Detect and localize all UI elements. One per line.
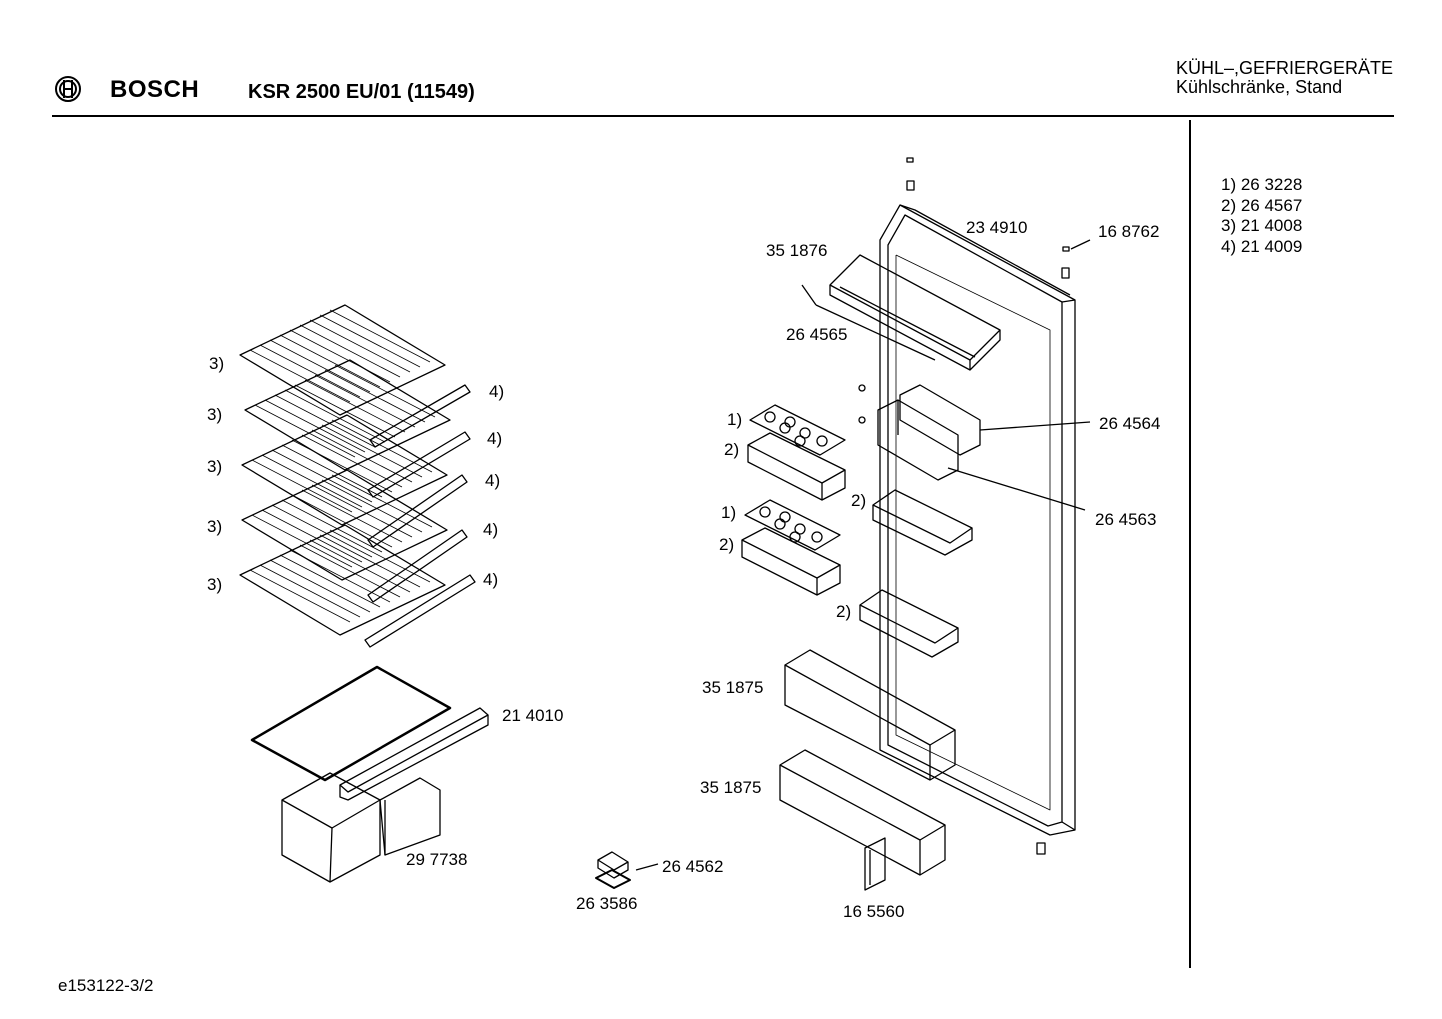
glass-shelf <box>250 665 452 782</box>
category-line-1: KÜHL–,GEFRIERGERÄTE <box>1176 58 1394 78</box>
label-bottle-shelf-lower: 35 1875 <box>700 778 762 797</box>
label-door: 23 4910 <box>966 218 1028 237</box>
document-id: e153122-3/2 <box>58 976 154 995</box>
label-shelf-strip-1: 4) <box>489 382 505 401</box>
label-shelf-strip-4: 4) <box>483 520 499 539</box>
egg-shelf-lower <box>741 527 841 596</box>
model-title: KSR 2500 EU/01 (11549) <box>248 81 475 103</box>
label-egg-shelf-2: 2) <box>719 535 735 554</box>
small-part <box>595 851 659 889</box>
label-egg-shelf-1: 2) <box>724 440 740 459</box>
hinge-pins <box>906 157 1091 855</box>
parts-legend: 1) 26 3228 2) 26 4567 3) 21 4008 4) 21 4… <box>1221 175 1302 257</box>
label-glass-shelf-strip: 21 4010 <box>502 706 564 725</box>
label-door-shelf-mid: 2) <box>851 491 867 510</box>
legend-item: 2) 26 4567 <box>1221 195 1303 215</box>
label-wire-shelf-4: 3) <box>207 517 223 536</box>
legend-divider <box>1189 120 1191 968</box>
category-line-2: Kühlschränke, Stand <box>1176 77 1343 97</box>
egg-tray-lower <box>744 499 841 551</box>
butter-compartment <box>858 384 1091 511</box>
label-top-shelf: 35 1876 <box>766 241 828 260</box>
label-small-part-base: 26 3586 <box>576 894 638 913</box>
label-shelf-strip-2: 4) <box>487 429 503 448</box>
crisper-drawers <box>281 772 441 883</box>
wire-shelves <box>239 304 451 636</box>
legend-item: 4) 21 4009 <box>1221 236 1303 256</box>
bottle-shelf-upper <box>784 649 956 781</box>
label-small-part: 26 4562 <box>662 857 724 876</box>
door-shelf-mid <box>872 489 973 556</box>
shelf-strips <box>364 384 476 648</box>
glass-shelf-strip <box>339 707 489 801</box>
label-egg-tray-1: 1) <box>727 410 743 429</box>
label-hinge: 16 8762 <box>1098 222 1160 241</box>
label-butter-lid: 26 4563 <box>1095 510 1157 529</box>
bottle-stopper <box>864 837 886 891</box>
legend-item: 3) 21 4008 <box>1221 216 1303 235</box>
bottle-shelf-lower <box>779 749 946 876</box>
label-wire-shelf-5: 3) <box>207 575 223 594</box>
label-egg-tray-2: 1) <box>721 503 737 522</box>
label-strip: 26 4565 <box>786 325 848 344</box>
label-bottle-shelf-upper: 35 1875 <box>702 678 764 697</box>
egg-tray-upper <box>749 404 846 456</box>
label-wire-shelf-2: 3) <box>207 405 223 424</box>
egg-shelf-upper <box>747 432 846 501</box>
door-panel <box>879 204 1076 836</box>
top-door-shelf <box>801 254 1001 371</box>
label-wire-shelf-3: 3) <box>207 457 223 476</box>
brand-name: BOSCH <box>110 76 200 103</box>
label-door-shelf-low: 2) <box>836 602 852 621</box>
label-wire-shelf-1: 3) <box>209 354 225 373</box>
label-butter-box: 26 4564 <box>1099 414 1161 433</box>
door-shelf-low <box>859 589 959 658</box>
legend-item: 1) 26 3228 <box>1221 175 1303 194</box>
header-divider <box>52 115 1394 117</box>
label-shelf-strip-5: 4) <box>483 570 499 589</box>
label-crisper: 29 7738 <box>406 850 468 869</box>
label-stopper: 16 5560 <box>843 902 905 921</box>
label-shelf-strip-3: 4) <box>485 471 501 490</box>
